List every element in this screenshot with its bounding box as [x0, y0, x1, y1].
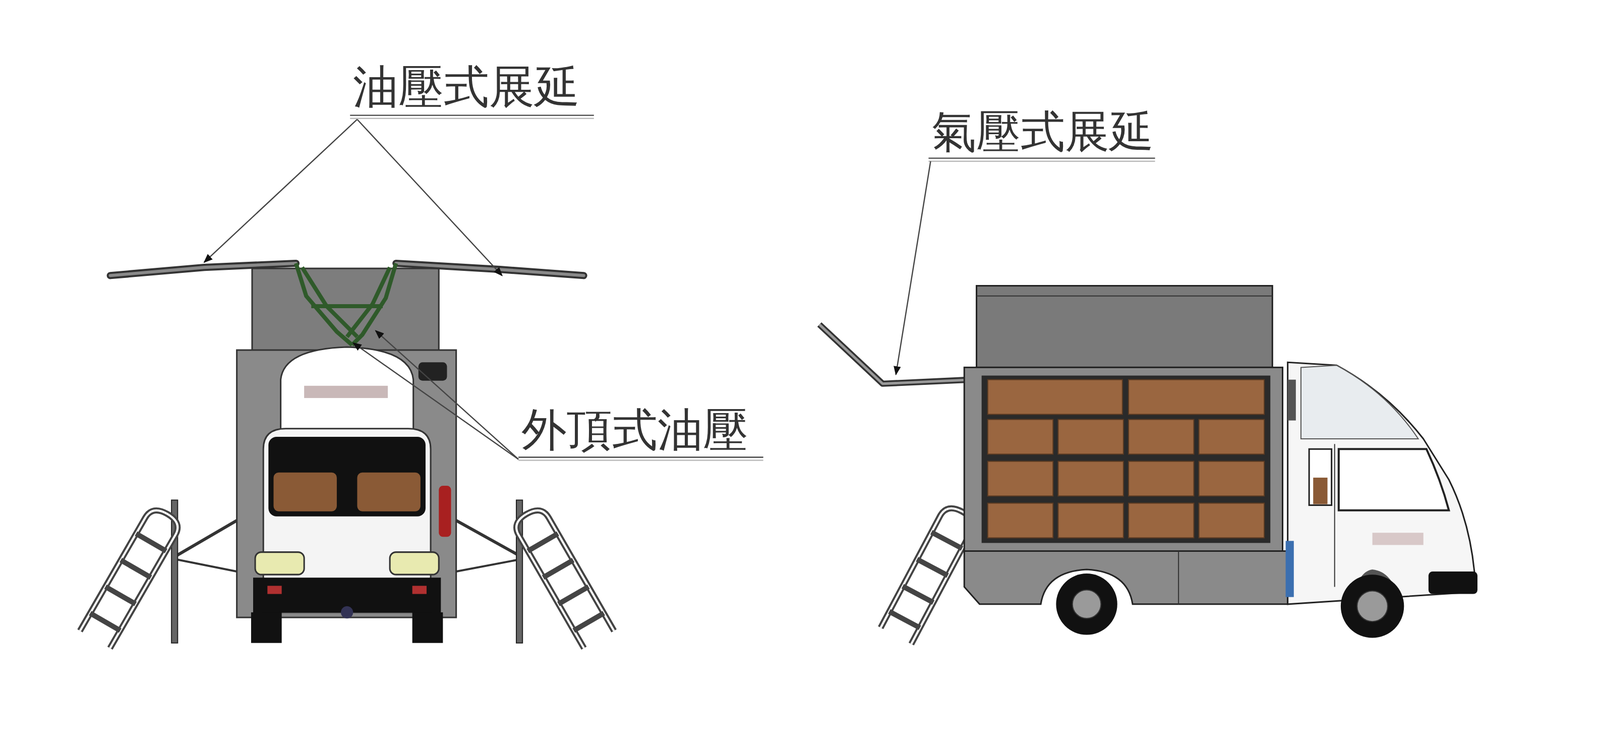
- part-label: 油壓式展延: [352, 63, 580, 111]
- rear-view-truck: [80, 263, 615, 648]
- leader-lines: [204, 115, 1156, 461]
- part-label: 外頂式油壓: [521, 405, 749, 454]
- side-view-truck: [819, 285, 1478, 644]
- part-label: 氣壓式展延: [931, 108, 1154, 156]
